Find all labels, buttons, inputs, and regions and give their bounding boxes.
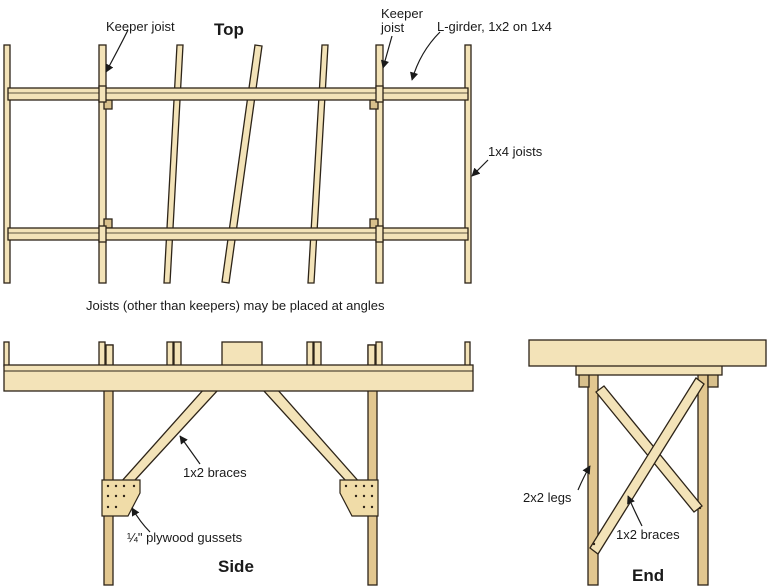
top-joist-end-right <box>464 44 472 284</box>
label-gussets: ¼" plywood gussets <box>127 530 243 545</box>
label-keeper-joist-right-2: joist <box>381 20 405 35</box>
top-keeper-joist-left <box>98 44 107 284</box>
leader-end-braces <box>627 495 643 527</box>
end-brace-2 <box>589 377 705 555</box>
label-l-girder: L-girder, 1x2 on 1x4 <box>437 19 552 34</box>
top-joist-end-left <box>3 44 11 284</box>
top-view <box>3 29 489 284</box>
side-brace-right <box>261 387 370 493</box>
end-view <box>528 339 767 586</box>
leader-l-girder <box>410 31 441 81</box>
leader-gussets <box>131 507 151 533</box>
top-joist-angled-1 <box>163 44 184 284</box>
label-end-braces: 1x2 braces <box>616 527 680 542</box>
end-top <box>528 339 767 367</box>
top-joist-angled-3 <box>307 44 329 284</box>
end-brace-1 <box>595 385 703 513</box>
title-side: Side <box>218 557 254 576</box>
title-top: Top <box>214 20 244 39</box>
label-angles-note: Joists (other than keepers) may be place… <box>86 298 385 313</box>
leader-keeper-right <box>380 35 393 69</box>
top-girder-upper <box>7 87 469 101</box>
top-keeper-joist-right <box>375 44 384 284</box>
label-side-braces: 1x2 braces <box>183 465 247 480</box>
leader-side-braces <box>179 435 201 465</box>
side-view <box>3 341 474 586</box>
leader-joists <box>471 159 489 177</box>
gusset-right <box>339 479 379 517</box>
label-keeper-joist-right-1: Keeper <box>381 6 423 21</box>
label-keeper-joist-left: Keeper joist <box>106 19 175 34</box>
gusset-left <box>101 479 141 517</box>
leader-keeper-left <box>105 29 129 73</box>
side-angled-joist <box>221 341 263 367</box>
top-joist-angled-2 <box>221 44 263 284</box>
title-end: End <box>632 566 665 585</box>
side-girder <box>3 364 474 392</box>
end-leg-right <box>697 364 709 586</box>
label-joists: 1x4 joists <box>488 144 543 159</box>
leader-legs <box>577 465 591 491</box>
label-legs: 2x2 legs <box>523 490 572 505</box>
top-girder-lower <box>7 227 469 241</box>
